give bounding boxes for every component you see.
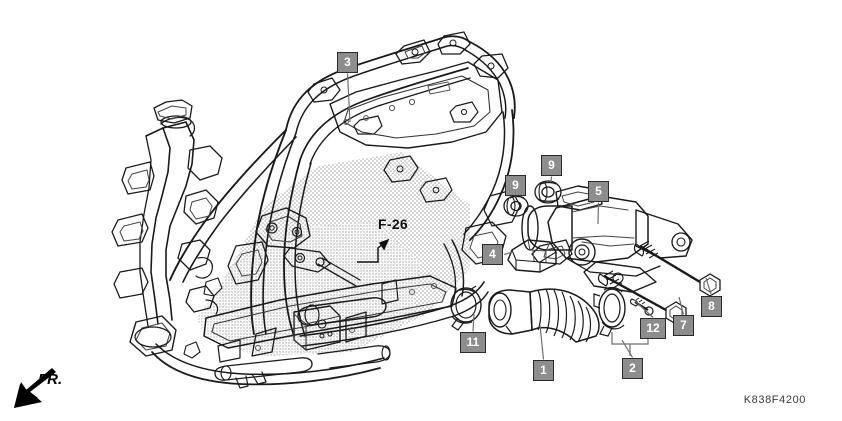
- air-intake-boot: [488, 288, 600, 343]
- leader-line-3: [346, 73, 351, 123]
- callout-3-c3-frame[interactable]: 3: [337, 52, 358, 73]
- front-direction-arrow: [14, 368, 56, 408]
- leader-line-4: [503, 251, 514, 256]
- leader-line-7: [678, 296, 685, 315]
- pivot-bolt-long: [633, 240, 721, 297]
- front-direction-label: FR.: [38, 371, 63, 388]
- callout-9-c9-top[interactable]: 9: [541, 155, 562, 176]
- leader-line-12: [633, 299, 654, 318]
- leader-line-2: [621, 339, 634, 358]
- part-number-label: K838F4200: [743, 394, 806, 406]
- leader-line-5: [597, 202, 600, 225]
- callout-7-c7-bolt[interactable]: 7: [673, 315, 694, 336]
- leader-line-8: [705, 277, 713, 296]
- callout-12-c12-screw[interactable]: 12: [640, 318, 666, 339]
- body-frame-assembly: [111, 31, 521, 389]
- callout-1-c1-boot[interactable]: 1: [533, 360, 554, 381]
- leader-line-1: [539, 324, 545, 360]
- callout-5-c5-arm[interactable]: 5: [588, 181, 609, 202]
- boot-band-clamp-rear: [593, 286, 626, 337]
- callout-4-c4-rubber[interactable]: 4: [482, 244, 503, 265]
- leader-line-9: [515, 196, 517, 198]
- hanger-collar-upper: [534, 180, 562, 204]
- leader-line-11: [472, 312, 475, 332]
- boot-band-clamp-front: [450, 285, 482, 331]
- callout-leaders: [346, 73, 713, 360]
- callout-11-c11-clamp[interactable]: 11: [460, 332, 486, 353]
- leader-line-9: [550, 176, 553, 183]
- callout-2-c2-group[interactable]: 2: [622, 358, 643, 379]
- hanger-collar-lower: [503, 195, 529, 217]
- section-reference-leader: [357, 238, 390, 263]
- rubber-mount-block: [507, 239, 557, 273]
- section-reference-f26[interactable]: F-26: [378, 216, 408, 232]
- callout-8-c8-bolt[interactable]: 8: [701, 296, 722, 317]
- callout-9-c9-left[interactable]: 9: [505, 175, 526, 196]
